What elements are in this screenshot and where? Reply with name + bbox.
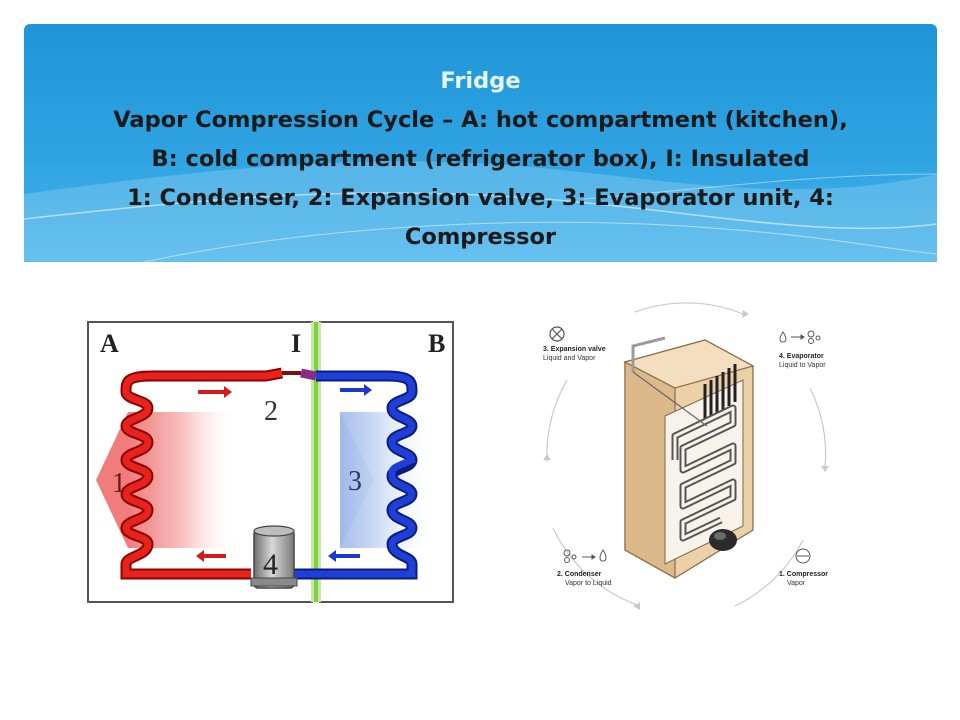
label-expansion-valve-number: 2 bbox=[264, 396, 278, 427]
title-banner bbox=[24, 24, 937, 262]
label-compressor-number: 4 bbox=[263, 548, 278, 581]
label-evaporator-number: 3 bbox=[348, 466, 362, 497]
title-line-3: B: cold compartment (refrigerator box), … bbox=[151, 146, 810, 172]
condenser-bubbles-to-droplet-icon bbox=[563, 549, 607, 563]
stage-condenser-title: 2. Condenser bbox=[557, 571, 602, 578]
stage-compressor-desc: Vapor bbox=[787, 580, 806, 587]
compressor bbox=[250, 525, 298, 589]
evaporator-droplet-to-bubbles-icon bbox=[779, 330, 821, 344]
expansion-valve-icon bbox=[549, 326, 565, 342]
flow-arrows bbox=[196, 384, 372, 562]
title-line-4: 1: Condenser, 2: Expansion valve, 3: Eva… bbox=[127, 185, 834, 211]
high-pressure-line bbox=[152, 369, 283, 380]
condenser-heat-fan bbox=[96, 412, 128, 548]
evaporator-coil bbox=[294, 372, 416, 578]
label-i: I bbox=[291, 329, 301, 358]
stage-compressor-title: 1. Compressor bbox=[779, 571, 828, 578]
stage-evaporator-desc: Liquid to Vapor bbox=[779, 362, 826, 369]
page-title: Fridge Vapor Compression Cycle – A: hot … bbox=[24, 62, 937, 257]
compressor-icon bbox=[795, 548, 811, 564]
stage-expansion-valve-desc: Liquid and Vapor bbox=[543, 355, 596, 362]
banner-wave-decoration bbox=[24, 161, 937, 262]
vapor-compression-cycle-diagram: A I B 2 1 3 4 bbox=[87, 321, 454, 603]
label-condenser-number: 1 bbox=[112, 468, 126, 499]
condenser-coil bbox=[122, 372, 251, 578]
title-line-1: Fridge bbox=[440, 68, 521, 94]
evaporator-fins bbox=[703, 364, 737, 422]
title-line-2: Vapor Compression Cycle – A: hot compart… bbox=[113, 107, 848, 133]
refrigerator-cycle-illustration: 3. Expansion valve Liquid and Vapor 4. E… bbox=[543, 302, 829, 610]
stage-expansion-valve-title: 3. Expansion valve bbox=[543, 346, 606, 353]
stage-condenser-desc: Vapor to Liquid bbox=[565, 580, 612, 587]
label-a: A bbox=[100, 329, 119, 358]
stage-evaporator-title: 4. Evaporator bbox=[779, 353, 824, 360]
title-line-5: Compressor bbox=[404, 224, 557, 250]
cycle-circle-arrows bbox=[546, 302, 827, 607]
label-b: B bbox=[428, 329, 445, 358]
fridge-compressor-unit bbox=[709, 529, 737, 551]
